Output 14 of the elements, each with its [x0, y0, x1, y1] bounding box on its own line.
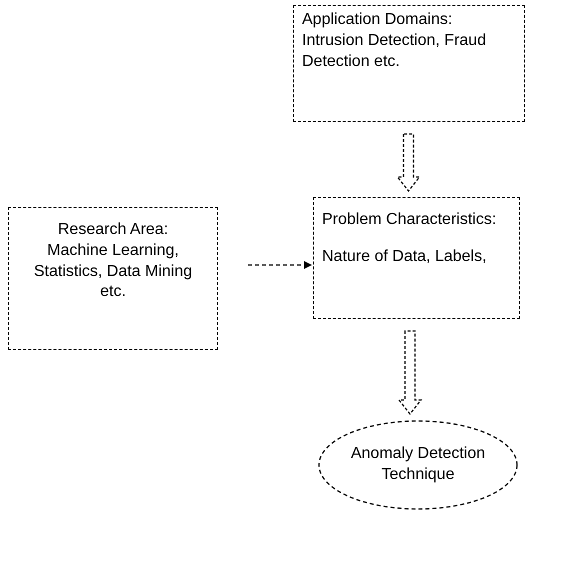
- block-arrow: [396, 133, 421, 192]
- dashed-box: [293, 5, 525, 122]
- dashed-box: [8, 207, 218, 350]
- node-text: Intrusion Detection, Fraud Detection etc.: [302, 30, 488, 72]
- node-text: Machine Learning, Statistics, Data Mining etc.: [32, 240, 194, 302]
- block-arrow: [398, 330, 422, 416]
- arrow: [248, 261, 312, 269]
- dashed-box: [313, 197, 520, 319]
- node-text: Application Domains:: [302, 10, 452, 30]
- node-text: Anomaly Detection Technique: [350, 444, 486, 485]
- node-text: Research Area:: [58, 220, 168, 240]
- ellipse-node: [318, 420, 518, 510]
- node-text: Problem Characteristics:: [322, 210, 496, 230]
- node-text: Nature of Data, Labels,: [322, 246, 487, 267]
